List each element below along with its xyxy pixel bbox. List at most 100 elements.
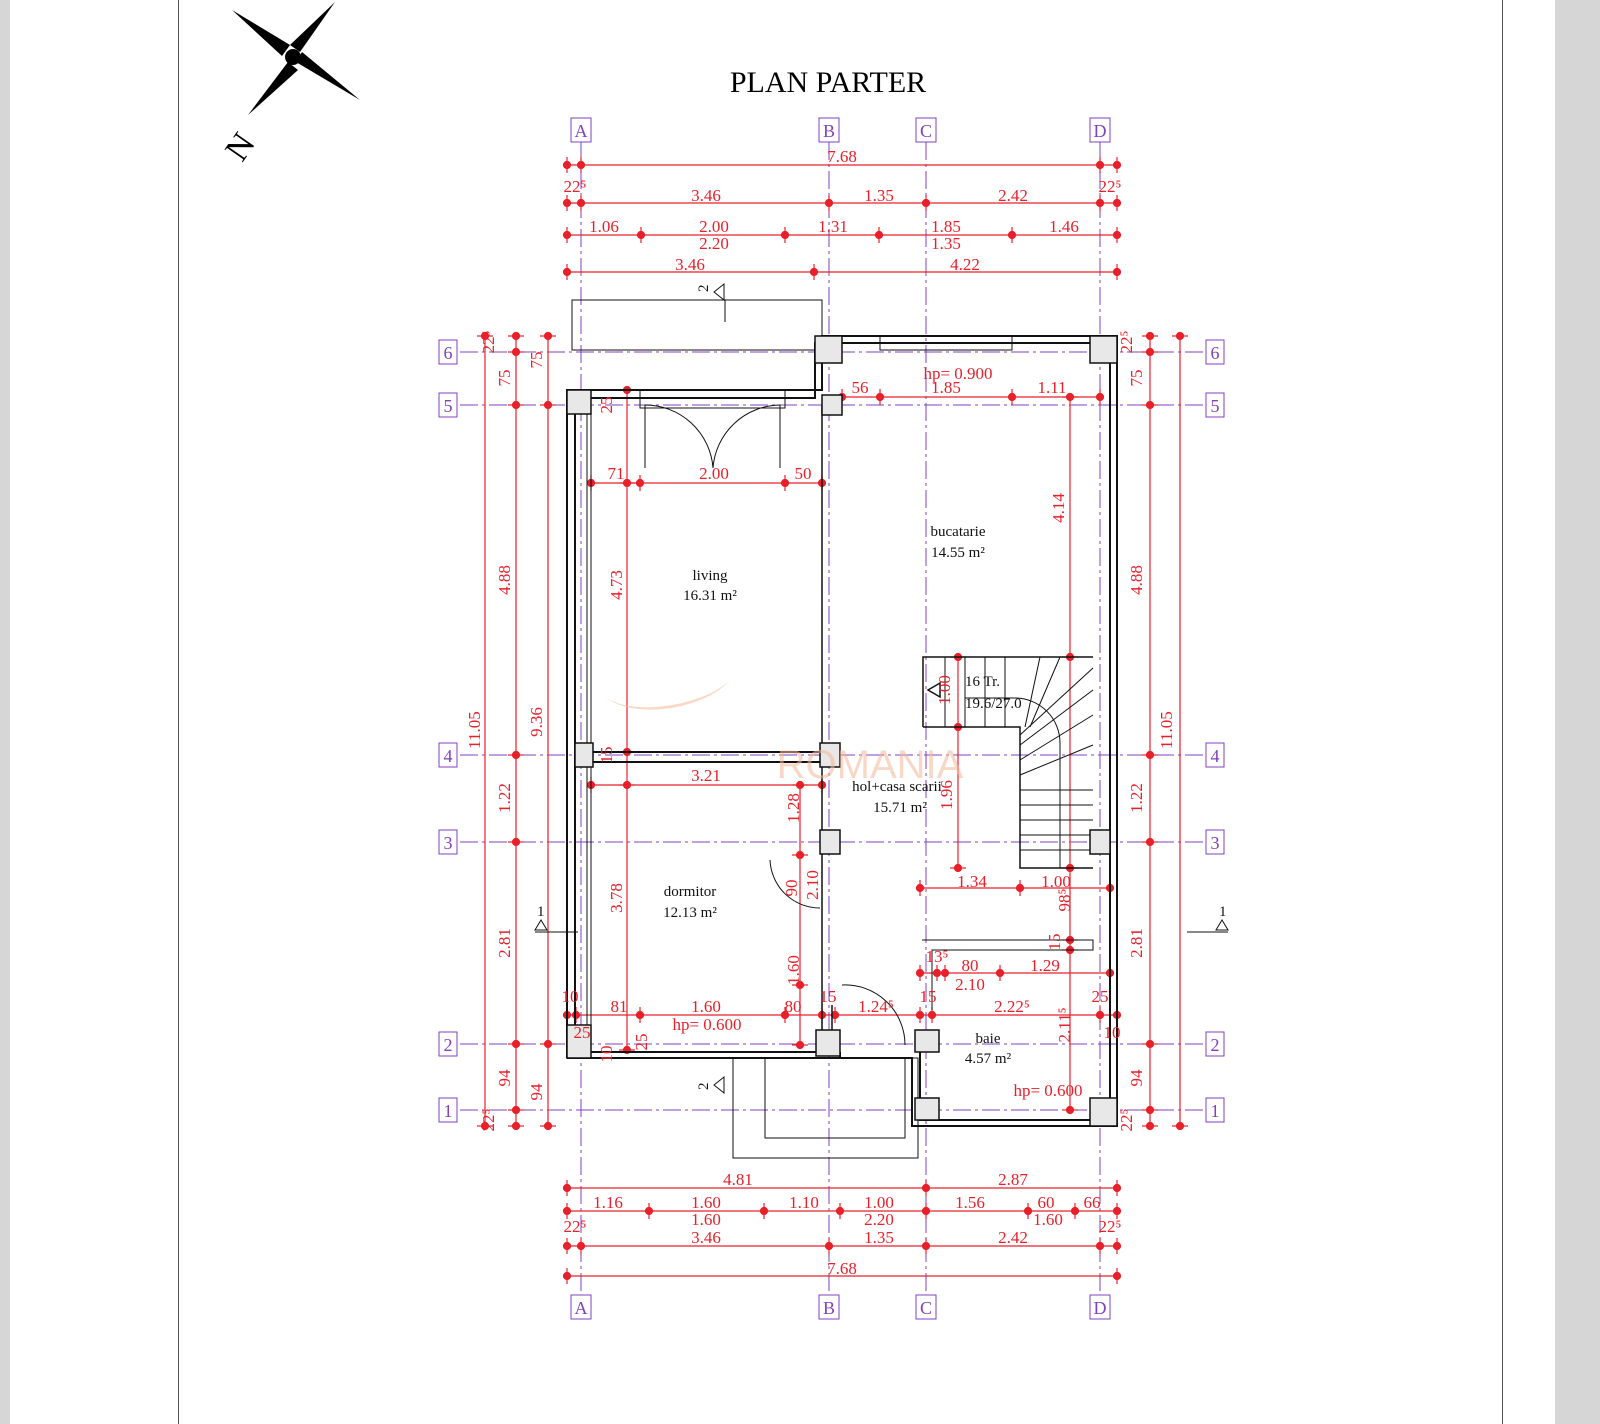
dimension-label: 3.46 <box>675 255 705 274</box>
viewer-edge-left <box>0 0 10 1424</box>
dimension-label: 4.22 <box>950 255 980 274</box>
dimension-label: 1.46 <box>1049 217 1079 236</box>
dimension-label: 1.35 <box>931 234 961 253</box>
dimension-label: 1.60 <box>691 1210 721 1229</box>
dimension-label: 7.68 <box>827 147 857 166</box>
dimension-label: 1.16 <box>593 1193 623 1212</box>
axis-bubble <box>1205 1097 1225 1123</box>
room-name: baie <box>976 1031 1001 1047</box>
dimension-label: 1.85 <box>931 217 961 236</box>
dimension-label: 13⁵ <box>926 947 949 966</box>
dimension-label: 1.60 <box>691 997 721 1016</box>
dimension-label: 2.10 <box>955 975 985 994</box>
dimension-label: 22⁵ <box>479 1108 498 1131</box>
dimension-label: 22⁵ <box>564 177 587 196</box>
dimension-label: 2.81 <box>1127 928 1146 958</box>
stairs-ratio-label: 19.6/27.0 <box>965 696 1022 712</box>
dimension-label: 2.22⁵ <box>994 997 1030 1016</box>
dimension-label: 81 <box>611 997 628 1016</box>
dimension-label: 2.81 <box>495 928 514 958</box>
dimension-label: 15 <box>597 747 616 764</box>
dimension-label: 4.81 <box>723 1170 753 1189</box>
axis-label-6: 6 <box>444 343 453 363</box>
axis-label-B: B <box>823 121 835 141</box>
dimension-label: 1.00 <box>935 675 954 705</box>
axis-label-C: C <box>920 121 932 141</box>
axis-label-2: 2 <box>444 1035 453 1055</box>
dimension-label: 1.34 <box>957 872 987 891</box>
dimension-label: 1.00 <box>1041 872 1071 891</box>
dimension-label: 10 <box>1104 1023 1121 1042</box>
dimension-label: 2.00 <box>699 217 729 236</box>
dimension-label: 15 <box>920 987 937 1006</box>
dimension-label: 2.20 <box>699 234 729 253</box>
dimension-label: 3.46 <box>691 1228 721 1247</box>
dimension-label: 1.24⁵ <box>858 997 894 1016</box>
room-area: 16.31 m² <box>683 588 737 604</box>
dimension-label: 1.00 <box>864 1193 894 1212</box>
dimension-label: 22⁵ <box>564 1217 587 1236</box>
walls <box>566 299 1118 1159</box>
axis-bubble <box>438 339 458 365</box>
watermark: ROMANIA <box>600 680 964 787</box>
axis-label-D: D <box>1094 121 1107 141</box>
dimension-label: 15 <box>820 987 837 1006</box>
dimension-label: 90 <box>782 880 801 897</box>
dimension-label: 66 <box>1084 1193 1101 1212</box>
axis-label-1: 1 <box>1211 1101 1220 1121</box>
axis-bubble <box>438 392 458 418</box>
axis-label-6: 6 <box>1211 343 1220 363</box>
watermark-text: ROMANIA <box>777 743 964 787</box>
dimension-label: 94 <box>495 1069 514 1087</box>
dimension-label: 75 <box>527 352 546 369</box>
axis-bubble <box>818 1294 840 1320</box>
compass-north-label: N <box>218 126 262 167</box>
dimension-label: 50 <box>795 464 812 483</box>
dimension-label: 1.60 <box>1033 1210 1063 1229</box>
room-baie: baie 4.57 m² <box>965 1031 1012 1067</box>
axis-bubble <box>818 117 840 143</box>
section-markers: 2 2 1 1 <box>534 282 1229 1095</box>
dimension-label: 11.05 <box>1157 711 1176 749</box>
dimension-label: 1.22 <box>1127 783 1146 813</box>
dimension-label: 2.10 <box>803 870 822 900</box>
room-area: 14.55 m² <box>931 545 985 561</box>
dimension-label: 94 <box>1127 1069 1146 1087</box>
dimension-label: 2.87 <box>998 1170 1028 1189</box>
dimension-label: 1.56 <box>955 1193 985 1212</box>
dimension-label: 10 <box>597 1046 616 1063</box>
axis-label-D: D <box>1094 1298 1107 1318</box>
dimension-label: 4.88 <box>495 565 514 595</box>
dimension-label: 7.68 <box>827 1259 857 1278</box>
room-area: 12.13 m² <box>663 905 717 921</box>
dimension-label: 1.60 <box>691 1193 721 1212</box>
room-area: 4.57 m² <box>965 1051 1012 1067</box>
dimension-label: 1.35 <box>864 1228 894 1247</box>
dimension-label: 22⁵ <box>1117 330 1136 353</box>
axis-bubble <box>915 117 937 143</box>
dimension-label: 1.28 <box>784 793 803 823</box>
dimension-label: 75 <box>495 370 514 387</box>
dimension-label: 2.00 <box>699 464 729 483</box>
axis-label-3: 3 <box>444 833 453 853</box>
dimension-label: 1.11 <box>1037 378 1066 397</box>
axis-label-A: A <box>575 1298 588 1318</box>
axis-label-C: C <box>920 1298 932 1318</box>
dimension-label: 1.35 <box>864 186 894 205</box>
axis-bubble <box>438 1031 458 1057</box>
dimension-label: 2.20 <box>864 1210 894 1229</box>
section-marker-top: 2 <box>696 285 712 293</box>
dimension-label: 2.42 <box>998 1228 1028 1247</box>
dimension-label: 80 <box>962 956 979 975</box>
dimension-label: 3.21 <box>691 766 721 785</box>
section-marker-bottom: 2 <box>696 1083 712 1091</box>
viewer-edge-right <box>1555 0 1600 1424</box>
section-marker-left: 1 <box>537 904 545 920</box>
dimension-label: 80 <box>785 997 802 1016</box>
dimension-label: 15 <box>1045 934 1064 951</box>
dimension-label: 56 <box>852 378 869 397</box>
